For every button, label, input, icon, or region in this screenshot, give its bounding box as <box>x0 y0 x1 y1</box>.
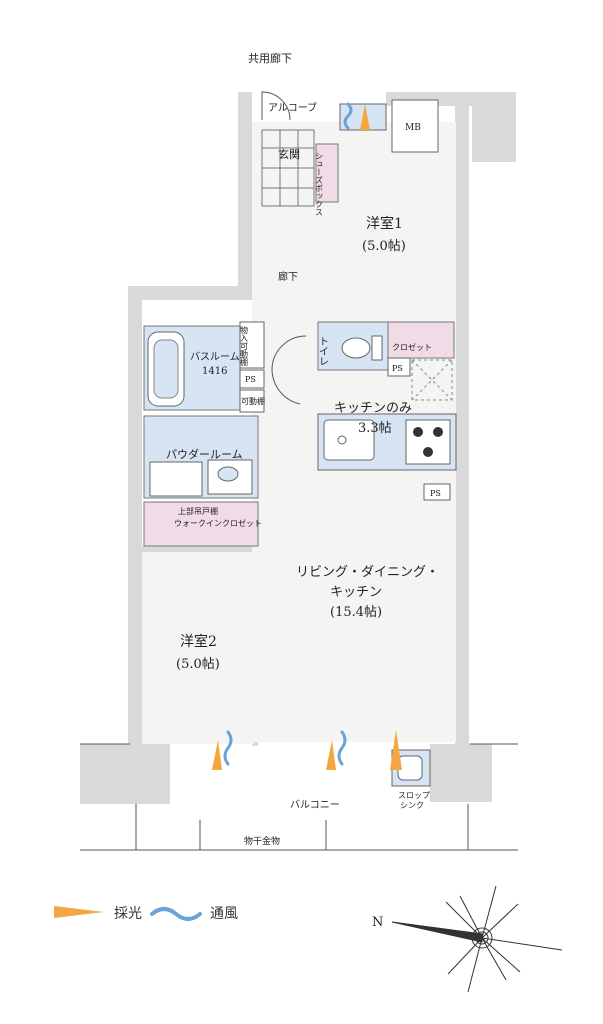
slop-sink-label-2: シンク <box>400 801 424 810</box>
washer-icon <box>149 461 203 497</box>
ps-label-2: PS <box>392 364 403 373</box>
toilet-icon <box>341 337 371 359</box>
doors <box>261 91 307 405</box>
light-arrow-icon <box>360 104 370 130</box>
walls <box>80 92 516 804</box>
ps-label-3: PS <box>430 489 441 498</box>
kitchen-sink-icon <box>323 419 375 461</box>
room1-name: 洋室1 <box>366 215 403 232</box>
light-arrow-icon <box>212 740 222 770</box>
kitchen-size: 3.3帖 <box>358 421 392 436</box>
storage-shelf-label: 物入可動棚 <box>240 325 249 367</box>
utility-boxes <box>239 99 451 501</box>
ventilation-wave-icon <box>337 730 347 766</box>
light-arrow-icon <box>326 740 336 770</box>
bathroom-size: 1416 <box>202 366 227 377</box>
kitchen-only-label: キッチンのみ <box>334 401 412 416</box>
alcove-label: アルコーブ <box>268 101 317 114</box>
ldk-label-line1: リビング・ダイニング・ <box>296 565 439 580</box>
ventilation-waves <box>223 102 353 766</box>
movable-shelf-label: 可動棚 <box>241 396 265 406</box>
entrance-label: 玄関 <box>278 147 300 161</box>
room2-size: (5.0帖) <box>176 657 220 672</box>
legend-ventilation-label: 通風 <box>210 906 238 922</box>
compass-north-label: N <box>372 915 383 930</box>
ps-label-1: PS <box>245 375 256 384</box>
hall-door-2 <box>271 369 301 405</box>
light-arrows <box>212 104 402 770</box>
storage-areas <box>143 143 455 547</box>
bathroom-label: バスルーム <box>190 351 240 363</box>
movable-shelf-box <box>239 389 265 413</box>
shoe-box-area <box>315 143 339 203</box>
mb-box <box>391 99 439 153</box>
light-arrow-icon <box>390 730 402 770</box>
compass-rose-icon <box>391 885 563 993</box>
compass: N <box>372 885 563 993</box>
fixtures <box>147 331 451 781</box>
toilet-label: トイレ <box>317 336 329 366</box>
laundry-rod-label: 物干金物 <box>244 835 280 847</box>
closet-cross <box>411 359 453 401</box>
entrance-tiles <box>261 129 315 207</box>
room1-size: (5.0帖) <box>362 239 406 254</box>
ventilation-wave-icon <box>150 907 202 921</box>
ventilation-wave-icon <box>343 102 353 130</box>
walkin-closet-area <box>143 501 259 547</box>
ps-box-3 <box>423 483 451 501</box>
front-door <box>261 91 291 121</box>
slop-sink-label-1: スロップ <box>398 791 430 800</box>
legend: 採光 通風 <box>54 906 238 922</box>
balcony <box>80 743 518 851</box>
walkin-closet-label: ウォークインクロゼット <box>174 518 262 528</box>
mb-label: MB <box>405 123 421 133</box>
ps-box-2 <box>387 357 411 377</box>
ventilation-wave-icon <box>223 730 233 766</box>
light-arrow-icon <box>54 906 104 918</box>
balcony-label: バルコニー <box>290 799 340 811</box>
ldk-label-line2: キッチン <box>330 585 382 600</box>
powder-room-label: パウダールーム <box>166 447 243 461</box>
stove-icon <box>405 419 451 465</box>
closet-area <box>387 321 455 359</box>
hall-door-1 <box>271 335 307 371</box>
room2-name: 洋室2 <box>180 633 217 650</box>
closet-label: クロゼット <box>392 342 432 352</box>
ldk-size: (15.4帖) <box>330 605 382 620</box>
corridor-label: 共用廊下 <box>248 51 292 65</box>
ps-box-1 <box>239 369 265 389</box>
hallway-label: 廊下 <box>278 270 298 283</box>
storage-shelf-box <box>239 321 265 369</box>
legend-light-label: 採光 <box>114 906 142 922</box>
shoe-box-label: シューズボックス <box>315 152 324 216</box>
upper-cabinet-label: 上部吊戸棚 <box>178 506 218 516</box>
